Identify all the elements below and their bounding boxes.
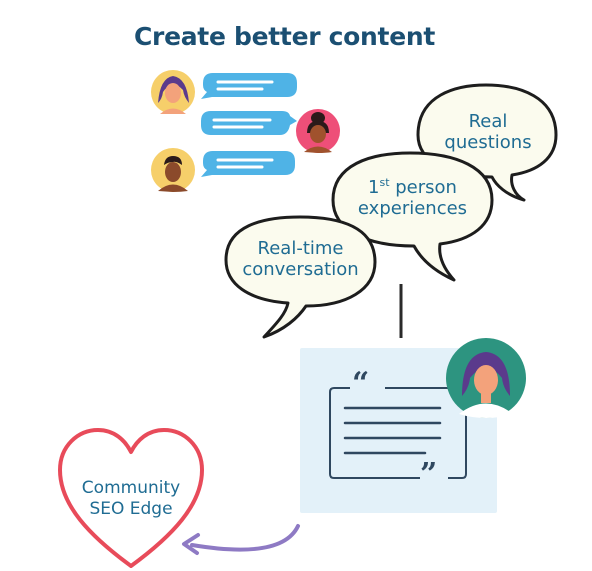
speech-bubble-real-time (224, 215, 377, 339)
bubble-label-first-person: 1st person experiences (357, 176, 468, 219)
avatar-icon (151, 148, 195, 192)
chat-bubble-icon (201, 111, 297, 135)
avatar-icon (446, 338, 526, 418)
quote-close-mark: ” (420, 457, 438, 492)
quote-open-mark: “ (352, 366, 370, 401)
heart-label: Community SEO Edge (81, 478, 181, 519)
bubble-label-real-time: Real-time conversation (242, 238, 359, 280)
chat-bubble-icon (201, 151, 295, 177)
heart-icon (58, 428, 204, 568)
avatar-icon (151, 70, 195, 114)
speech-bubble-first-person (331, 151, 494, 282)
chat-bubble-icon (201, 73, 297, 99)
avatar-icon (296, 109, 340, 153)
arrow-icon (182, 524, 300, 555)
page-title: Create better content (134, 22, 436, 51)
bubble-label-real-questions: Real questions (444, 111, 532, 153)
